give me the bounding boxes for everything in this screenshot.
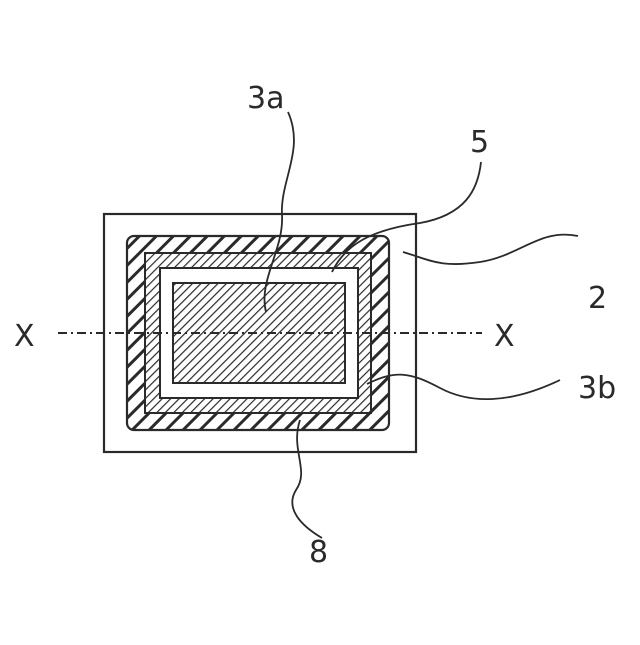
- section-label-right: X: [494, 319, 515, 354]
- section-label-left: X: [14, 319, 35, 354]
- leader-line-2: [403, 235, 578, 265]
- label-3a: 3a: [247, 81, 284, 116]
- label-5: 5: [470, 125, 489, 160]
- label-8: 8: [309, 535, 328, 570]
- label-3b: 3b: [578, 371, 616, 406]
- label-2: 2: [588, 281, 607, 316]
